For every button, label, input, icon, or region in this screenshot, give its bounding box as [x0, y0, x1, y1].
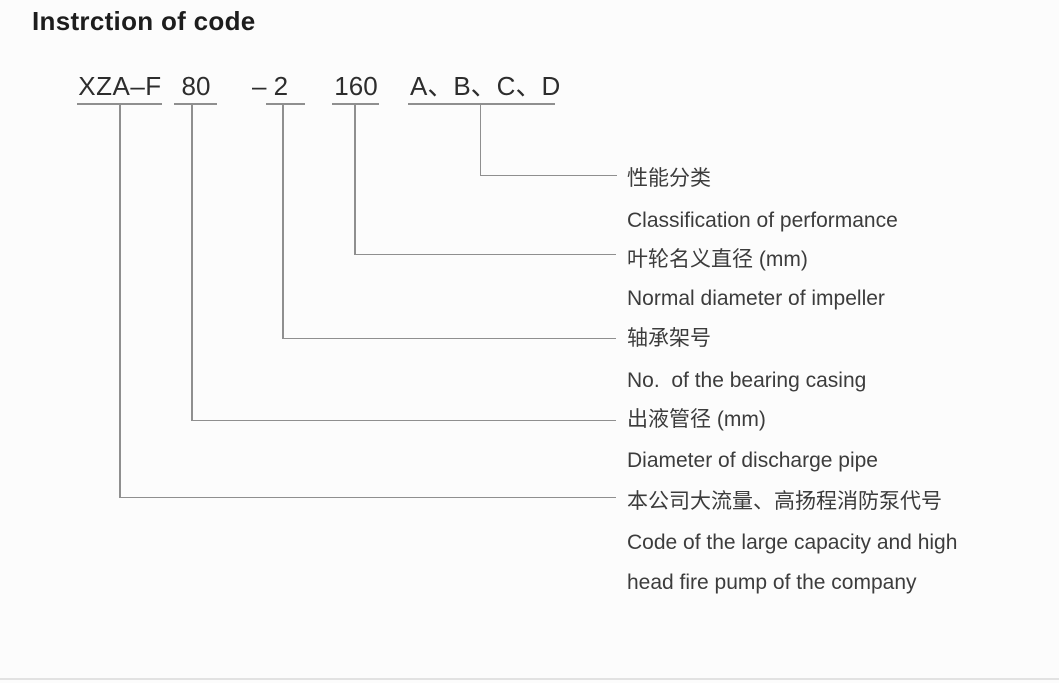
underline-discharge-diameter — [174, 103, 217, 105]
label-discharge-diameter-zh: 出液管径 (mm) — [627, 408, 766, 431]
page-title: Instrction of code — [32, 6, 256, 36]
label-performance-class-zh: 性能分类 — [627, 167, 711, 190]
code-segment-company-code: XZA–F — [78, 71, 162, 101]
label-impeller-diameter-zh: 叶轮名义直径 (mm) — [627, 248, 808, 271]
code-segment-impeller-diameter: 160 — [334, 71, 378, 101]
code-segment-bearing-no: – 2 — [252, 71, 289, 101]
underline-impeller-diameter — [332, 103, 379, 105]
connector-arm-bearing-no — [282, 337, 616, 339]
connector-arm-performance-class — [479, 174, 617, 176]
connector-arm-impeller-diameter — [354, 253, 616, 255]
underline-performance-class — [408, 103, 555, 105]
label-company-code-en: Code of the large capacity and high head… — [627, 531, 958, 594]
label-company-code-zh: 本公司大流量、高扬程消防泵代号 — [627, 490, 942, 513]
label-impeller-diameter-en: Normal diameter of impeller — [627, 287, 885, 310]
connector-arm-company-code — [119, 496, 616, 498]
connector-stem-performance-class — [479, 103, 481, 176]
label-bearing-no-zh: 轴承架号 — [627, 327, 711, 350]
label-discharge-diameter-en: Diameter of discharge pipe — [627, 449, 878, 472]
underline-bearing-no — [266, 103, 305, 105]
code-segment-discharge-diameter: 80 — [181, 71, 211, 101]
bottom-divider — [0, 678, 1059, 680]
connector-arm-discharge-diameter — [191, 419, 616, 421]
code-segment-performance-class: A、B、C、D — [410, 71, 561, 101]
connector-stem-impeller-diameter — [354, 103, 356, 255]
label-bearing-no-en: No. of the bearing casing — [627, 369, 867, 392]
connector-stem-discharge-diameter — [191, 103, 193, 421]
label-performance-class-en: Classification of performance — [627, 209, 898, 232]
connector-stem-company-code — [119, 103, 121, 498]
connector-stem-bearing-no — [282, 103, 284, 339]
